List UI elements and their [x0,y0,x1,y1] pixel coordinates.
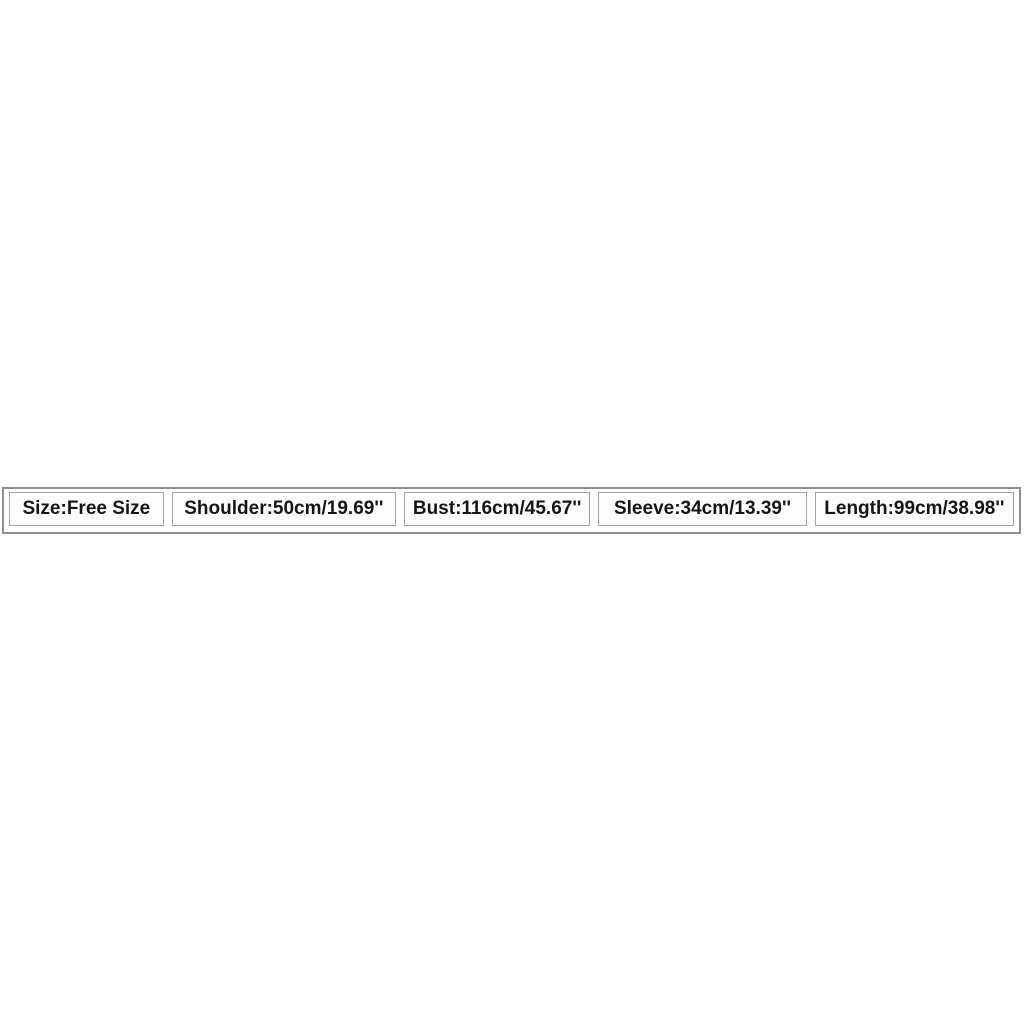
size-chart-cell-length-label: Length:99cm/38.98'' [824,498,1005,519]
size-chart-cell-size: Size:Free Size [9,492,164,526]
size-chart-cell-shoulder-label: Shoulder:50cm/19.69'' [184,498,384,519]
size-chart-cell-size-label: Size:Free Size [22,498,151,519]
size-chart-cell-shoulder: Shoulder:50cm/19.69'' [171,492,396,526]
size-chart-strip: Size:Free Size Shoulder:50cm/19.69'' Bus… [2,487,1021,534]
size-chart-cell-sleeve: Sleeve:34cm/13.39'' [598,492,807,526]
size-chart-cell-bust: Bust:116cm/45.67'' [403,492,591,526]
size-chart-cell-length: Length:99cm/38.98'' [814,492,1014,526]
size-chart-cell-sleeve-label: Sleeve:34cm/13.39'' [613,498,791,519]
size-chart-cell-bust-label: Bust:116cm/45.67'' [412,498,582,519]
